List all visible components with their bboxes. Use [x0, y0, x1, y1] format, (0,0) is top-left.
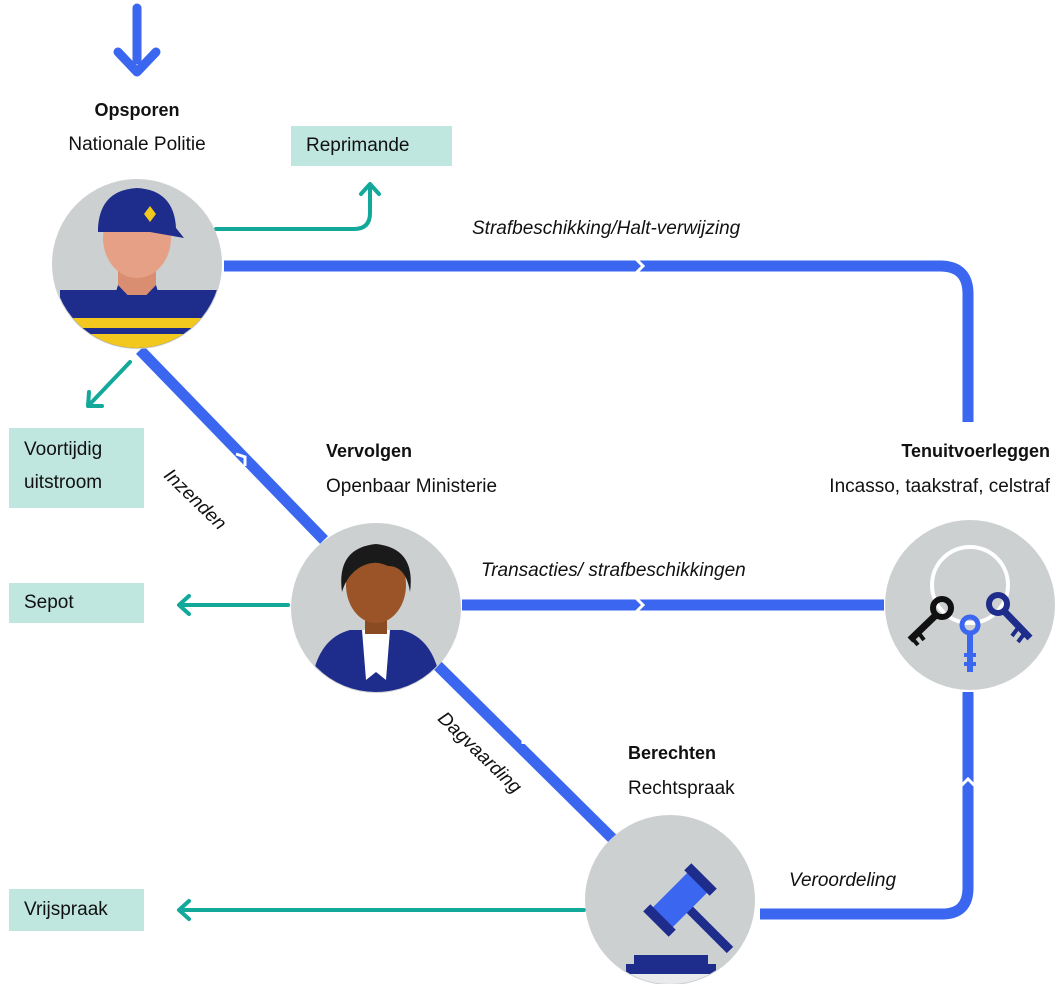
flow-direction-markers: [235, 257, 977, 788]
tenuitvoerleggen-title: Tenuitvoerleggen: [901, 441, 1050, 461]
voortijdig-arrow: [86, 360, 132, 408]
berechten-title: Berechten: [628, 743, 717, 763]
opsporen-title: Opsporen: [94, 100, 180, 120]
voortijdig-uitstroom-box: Voortijdig uitstroom: [9, 428, 144, 508]
flow-label-transacties: Transacties/ strafbeschikkingen: [481, 560, 746, 581]
flow-label-strafbeschikking: Strafbeschikking/Halt-verwijzing: [472, 218, 741, 239]
gavel-icon: [585, 815, 755, 984]
voortijdig-line2: uitstroom: [24, 472, 103, 493]
flow-inzenden-line: [136, 346, 328, 544]
police-officer-icon: [52, 179, 222, 349]
reprimande-arrow: [214, 182, 381, 231]
flow-dagvaarding-line: [430, 658, 628, 854]
berechten-subtitle: Rechtspraak: [628, 778, 735, 799]
prosecutor-icon: [291, 523, 461, 693]
reprimande-box: Reprimande: [291, 126, 452, 166]
sepot-arrow: [177, 594, 290, 616]
tenuitvoerleggen-subtitle: Incasso, taakstraf, celstraf: [829, 476, 1050, 497]
vrijspraak-arrow: [177, 899, 586, 921]
vervolgen-title: Vervolgen: [326, 441, 413, 461]
flow-veroordeling-line: [760, 692, 974, 920]
flow-strafbeschikking-line: [224, 260, 974, 422]
entry-arrow: [113, 3, 161, 77]
vrijspraak-box: Vrijspraak: [9, 889, 144, 931]
keys-icon: [885, 520, 1055, 690]
voortijdig-line1: Voortijdig: [24, 439, 103, 460]
vervolgen-subtitle: Openbaar Ministerie: [326, 476, 498, 497]
flow-label-veroordeling: Veroordeling: [789, 870, 897, 891]
opsporen-subtitle: Nationale Politie: [68, 134, 206, 155]
sepot-box: Sepot: [9, 583, 144, 623]
